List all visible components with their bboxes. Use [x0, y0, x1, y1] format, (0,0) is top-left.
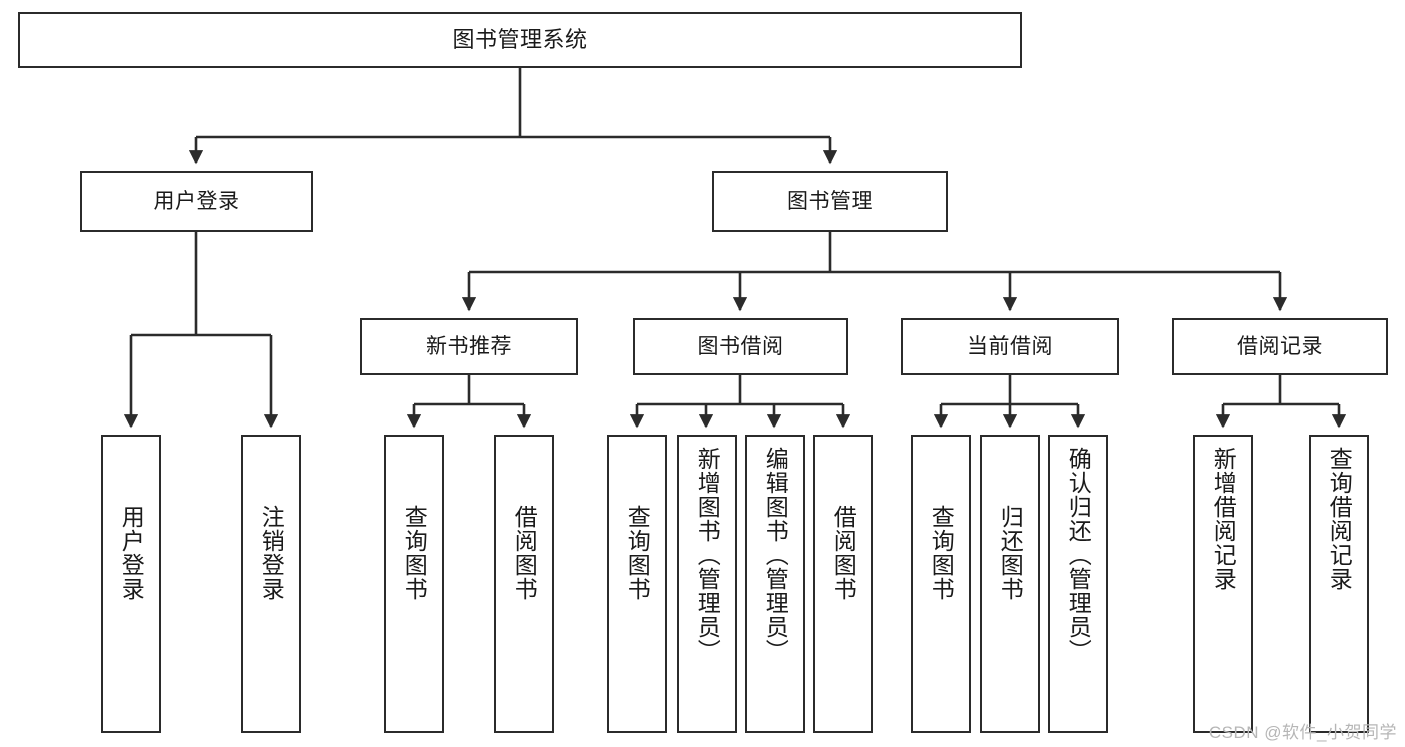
node-label: 新增图书（管理员） [694, 447, 721, 663]
node-leaf-confirm-return[interactable]: 确认归还（管理员） [1048, 435, 1108, 733]
node-label: 借阅图书 [511, 505, 538, 601]
node-leaf-query-book-2[interactable]: 查询图书 [607, 435, 667, 733]
node-label: 查询图书 [401, 505, 428, 601]
node-label: 用户登录 [153, 190, 240, 213]
node-label: 图书管理 [787, 190, 873, 213]
node-leaf-logout-login[interactable]: 注销登录 [241, 435, 301, 733]
node-leaf-return-book[interactable]: 归还图书 [980, 435, 1040, 733]
node-label: 编辑图书（管理员） [762, 447, 789, 663]
node-label: 新增借阅记录 [1210, 447, 1237, 591]
node-leaf-borrow-book-1[interactable]: 借阅图书 [494, 435, 554, 733]
node-label: 借阅记录 [1237, 335, 1323, 358]
node-label: 用户登录 [118, 505, 145, 601]
node-label: 图书借阅 [697, 335, 784, 358]
node-leaf-edit-book[interactable]: 编辑图书（管理员） [745, 435, 805, 733]
node-book-manage[interactable]: 图书管理 [712, 171, 948, 232]
node-leaf-borrow-book-2[interactable]: 借阅图书 [813, 435, 873, 733]
node-borrow-record[interactable]: 借阅记录 [1172, 318, 1388, 375]
node-leaf-add-book[interactable]: 新增图书（管理员） [677, 435, 737, 733]
node-label: 查询图书 [928, 505, 955, 601]
node-leaf-user-login[interactable]: 用户登录 [101, 435, 161, 733]
node-label: 借阅图书 [830, 505, 857, 601]
node-leaf-query-record[interactable]: 查询借阅记录 [1309, 435, 1369, 733]
node-label: 新书推荐 [426, 335, 512, 358]
node-book-borrow[interactable]: 图书借阅 [633, 318, 848, 375]
node-leaf-query-book-1[interactable]: 查询图书 [384, 435, 444, 733]
node-current-borrow[interactable]: 当前借阅 [901, 318, 1119, 375]
node-leaf-query-book-3[interactable]: 查询图书 [911, 435, 971, 733]
node-leaf-add-record[interactable]: 新增借阅记录 [1193, 435, 1253, 733]
node-label: 查询借阅记录 [1326, 447, 1353, 591]
node-user-login[interactable]: 用户登录 [80, 171, 313, 232]
node-label: 图书管理系统 [452, 27, 588, 52]
node-label: 注销登录 [258, 505, 285, 601]
node-book-management-system[interactable]: 图书管理系统 [18, 12, 1022, 68]
node-label: 确认归还（管理员） [1065, 447, 1092, 663]
node-label: 当前借阅 [967, 335, 1053, 358]
node-new-book-recommend[interactable]: 新书推荐 [360, 318, 578, 375]
node-label: 查询图书 [624, 505, 651, 601]
node-label: 归还图书 [997, 505, 1024, 601]
